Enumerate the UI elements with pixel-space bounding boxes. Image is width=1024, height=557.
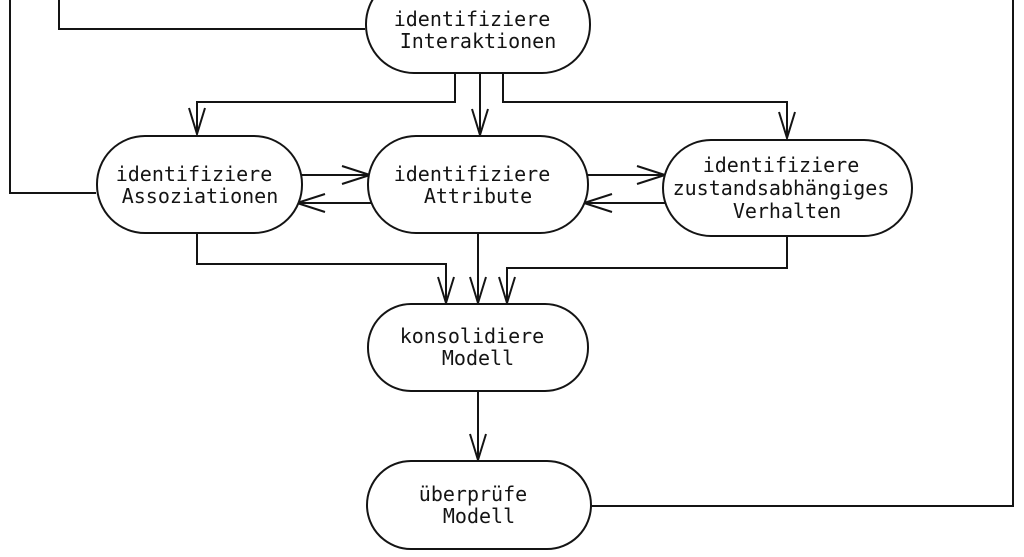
node-assoziationen-shape bbox=[96, 135, 303, 234]
edge-incoming-top-to-assoziationen bbox=[9, 0, 96, 194]
node-attribute-label: identifiziere Attribute bbox=[394, 162, 563, 208]
edge-attribute-to-verhalten bbox=[587, 165, 669, 185]
node-ueberpruefe-shape bbox=[366, 460, 592, 550]
edge-interaktionen-to-verhalten bbox=[502, 74, 796, 142]
edge-konsolidiere-to-ueberpruefe bbox=[469, 392, 487, 464]
node-interaktionen: identifiziere Interaktionen bbox=[365, 0, 591, 74]
node-attribute-shape bbox=[367, 135, 589, 234]
node-attribute: identifiziere Attribute bbox=[367, 135, 589, 234]
edge-assoziationen-to-konsolidiere bbox=[196, 234, 455, 307]
node-ueberpruefe-label: überprüfe Modell bbox=[419, 482, 539, 528]
node-ueberpruefe: überprüfe Modell bbox=[366, 460, 592, 550]
edge-ueberpruefe-feedback-up bbox=[591, 0, 1014, 507]
node-assoziationen: identifiziere Assoziationen bbox=[96, 135, 303, 234]
node-verhalten-shape bbox=[662, 139, 913, 237]
node-assoziationen-label: identifiziere Assoziationen bbox=[116, 162, 285, 208]
node-interaktionen-label: identifiziere Interaktionen bbox=[394, 7, 563, 53]
edge-assoziationen-to-attribute bbox=[301, 165, 374, 185]
node-konsolidiere: konsolidiere Modell bbox=[367, 303, 589, 392]
edge-verhalten-to-konsolidiere bbox=[498, 237, 788, 307]
node-konsolidiere-label: konsolidiere Modell bbox=[400, 324, 557, 370]
edge-attribute-to-konsolidiere bbox=[469, 233, 487, 307]
edge-incoming-top-to-interaktionen bbox=[58, 0, 365, 30]
edge-verhalten-to-attribute bbox=[580, 193, 665, 213]
edge-attribute-to-assoziationen bbox=[293, 193, 372, 213]
edge-interaktionen-to-attribute bbox=[471, 74, 489, 139]
edge-interaktionen-to-assoziationen bbox=[188, 74, 456, 138]
edges bbox=[9, 0, 1014, 507]
node-verhalten: identifiziere zustandsabhängiges Verhalt… bbox=[662, 139, 913, 237]
node-interaktionen-shape bbox=[365, 0, 591, 74]
node-verhalten-label: identifiziere zustandsabhängiges Verhalt… bbox=[673, 153, 902, 223]
node-konsolidiere-shape bbox=[367, 303, 589, 392]
